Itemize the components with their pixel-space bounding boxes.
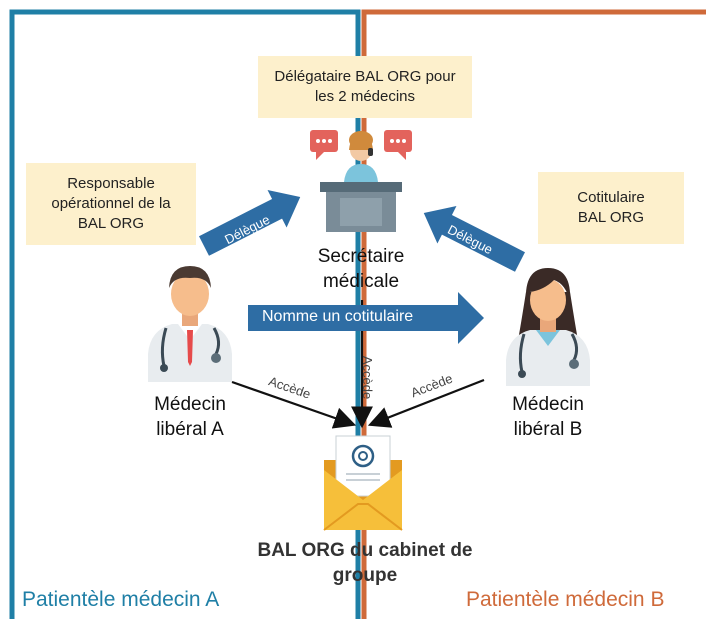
note-coholder: Cotitulaire BAL ORG bbox=[538, 172, 684, 244]
nomme-label: Nomme un cotitulaire bbox=[262, 308, 414, 325]
note-coholder-line1: Cotitulaire bbox=[577, 189, 645, 206]
mailbox-label-line2: groupe bbox=[332, 565, 398, 586]
note-delegate: Délégataire BAL ORG pour les 2 médecins bbox=[258, 56, 472, 118]
zone-a-caption: Patientèle médecin A bbox=[22, 588, 220, 611]
note-delegate-line1: Délégataire BAL ORG pour bbox=[274, 68, 456, 85]
chat-bubble-right-icon bbox=[384, 130, 412, 160]
doctor-b-label-line2: libéral B bbox=[513, 419, 583, 440]
doctor-b-label: Médecin libéral B bbox=[478, 392, 618, 442]
doctor-a-icon bbox=[148, 266, 232, 382]
note-delegate-line2: les 2 médecins bbox=[314, 88, 416, 105]
doctor-b-icon bbox=[506, 268, 590, 386]
nomme-arrow bbox=[248, 292, 484, 344]
note-manager: Responsable opérationnel de la BAL ORG bbox=[26, 163, 196, 245]
zone-b-caption: Patientèle médecin B bbox=[466, 588, 665, 611]
secretary-label: Secrétaire médicale bbox=[286, 244, 436, 294]
secretary-label-line2: médicale bbox=[322, 271, 400, 292]
delegue-left-arrow bbox=[199, 190, 301, 256]
mail-icon bbox=[323, 435, 403, 531]
doctor-b-label-line1: Médecin bbox=[512, 394, 584, 415]
delegue-right-arrow bbox=[423, 206, 525, 272]
secretary-label-line1: Secrétaire bbox=[317, 246, 405, 267]
access-arrow-b bbox=[367, 378, 485, 428]
note-manager-line3: BAL ORG bbox=[77, 215, 145, 232]
doctor-a-label: Médecin libéral A bbox=[120, 392, 260, 442]
chat-bubble-left-icon bbox=[310, 130, 338, 160]
note-manager-line2: opérationnel de la bbox=[51, 195, 171, 212]
doctor-a-label-line2: libéral A bbox=[156, 419, 224, 440]
accede-secretary-label: Accède bbox=[360, 355, 376, 400]
note-manager-line1: Responsable bbox=[67, 175, 155, 192]
note-coholder-line2: BAL ORG bbox=[577, 209, 645, 226]
doctor-a-label-line1: Médecin bbox=[154, 394, 226, 415]
secretary-icon bbox=[310, 130, 412, 232]
access-arrow-a bbox=[231, 380, 357, 429]
mailbox-label: BAL ORG du cabinet de groupe bbox=[230, 538, 500, 588]
mailbox-label-line1: BAL ORG du cabinet de bbox=[257, 540, 473, 561]
